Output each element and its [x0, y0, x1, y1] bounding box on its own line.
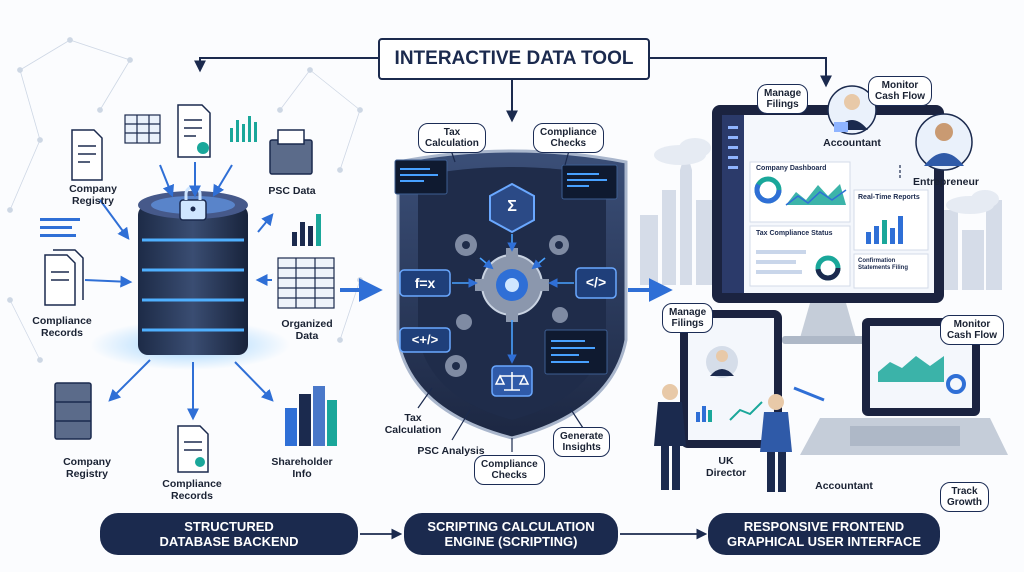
formula-box — [399, 269, 451, 297]
bubble-monitor-cash-flow-bottom: Monitor Cash Flow — [940, 315, 1005, 345]
code-window-left-top — [394, 159, 448, 195]
monitor-realtime-reports: Real-Time Reports — [858, 194, 920, 201]
bubble-generate-insights: Generate Insights — [553, 427, 611, 457]
code-window-right-bottom — [544, 329, 608, 375]
mini-chart-top — [230, 116, 257, 142]
bubble-manage-filings-bottom: Manage Filings — [662, 303, 714, 333]
psc-folder-icon — [269, 129, 313, 175]
monitor-company-dashboard: Company Dashboard — [756, 165, 827, 172]
shareholder-bars-icon — [285, 386, 337, 446]
organized-data-table-icon — [277, 257, 335, 309]
label-compliance-records-bottom: Compliance Records — [162, 478, 222, 502]
label-psc-analysis: PSC Analysis — [417, 445, 485, 457]
label-accountant-bottom: Accountant — [815, 480, 873, 492]
engine-internal-arrows — [452, 234, 574, 364]
compliance-records-icon-left — [44, 249, 84, 306]
table-icon-top — [124, 114, 161, 144]
bubble-compliance-checks-bottom: Compliance Checks — [474, 455, 545, 485]
city-skyline — [640, 150, 1002, 290]
compliance-records-icon-bottom — [177, 425, 209, 473]
accountant-avatar-top — [827, 85, 877, 135]
company-registry-icon-top — [71, 129, 103, 181]
document-icon-top — [177, 104, 211, 158]
clouds — [654, 138, 999, 214]
filing-cabinet-icon — [54, 382, 92, 440]
code-symbol-left: <+/> — [411, 332, 439, 347]
monitor-donut-1 — [754, 176, 782, 204]
label-shareholder-info: Shareholder Info — [271, 456, 333, 480]
monitor-confirmation-statements: Confirmation Statements Filing — [858, 258, 909, 271]
code-window-right-top — [561, 164, 618, 200]
code-symbol-right: </> — [585, 274, 607, 290]
main-gear-icon — [475, 248, 549, 322]
monitor-donut-2 — [815, 255, 841, 281]
label-entrepreneur: Entrepreneur — [913, 176, 979, 188]
code-box-left — [399, 327, 451, 353]
arrow-title-to-db — [194, 57, 380, 73]
bubble-track-growth: Track Growth — [940, 482, 989, 512]
small-gear-icons — [445, 234, 569, 377]
stylus-pen — [793, 386, 825, 402]
bubble-manage-filings-top: Manage Filings — [757, 84, 809, 114]
label-uk-director: UK Director — [706, 455, 747, 479]
label-psc-data: PSC Data — [268, 185, 316, 197]
label-company-registry-bottom: Company Registry — [63, 456, 111, 480]
label-tax-calculation-bottom: Tax Calculation — [384, 412, 442, 436]
bubble-compliance-checks-top: Compliance Checks — [533, 123, 604, 153]
tablet-device — [680, 310, 782, 448]
engine-callout-lines — [417, 146, 584, 452]
uk-director-figure — [654, 384, 686, 490]
database-server-icon — [138, 185, 248, 355]
monitor-status-list — [756, 250, 806, 274]
bubble-tax-calculation-top: Tax Calculation — [418, 123, 486, 153]
code-box-right — [575, 267, 617, 299]
label-accountant-top: Accountant — [823, 137, 881, 149]
sigma-icon: Σ — [507, 198, 517, 215]
entrepreneur-avatar — [915, 113, 973, 171]
sigma-hexagon — [489, 182, 535, 234]
label-organized-data: Organized Data — [281, 318, 333, 342]
scales-icon — [494, 372, 530, 391]
monitor-bar-chart — [866, 216, 903, 244]
accountant-figure-bottom — [760, 394, 792, 492]
bubble-monitor-cash-flow-top: Monitor Cash Flow — [868, 76, 933, 106]
monitor-tax-compliance-status: Tax Compliance Status — [756, 230, 833, 237]
database-flow-arrows — [84, 162, 383, 421]
arrow-title-to-frontend — [646, 57, 832, 88]
label-compliance-records-left: Compliance Records — [32, 315, 92, 339]
bar-chart-icon-right — [292, 214, 321, 246]
code-list-icon-left — [40, 218, 80, 237]
footer-frontend-gui: RESPONSIVE FRONTEND GRAPHICAL USER INTER… — [708, 513, 940, 555]
page-title: INTERACTIVE DATA TOOL — [378, 38, 650, 80]
formula-symbol: f=x — [414, 275, 436, 291]
footer-calculation-engine: SCRIPTING CALCULATION ENGINE (SCRIPTING) — [404, 513, 618, 555]
label-company-registry-top: Company Registry — [69, 183, 117, 207]
footer-database-backend: STRUCTURED DATABASE BACKEND — [100, 513, 358, 555]
